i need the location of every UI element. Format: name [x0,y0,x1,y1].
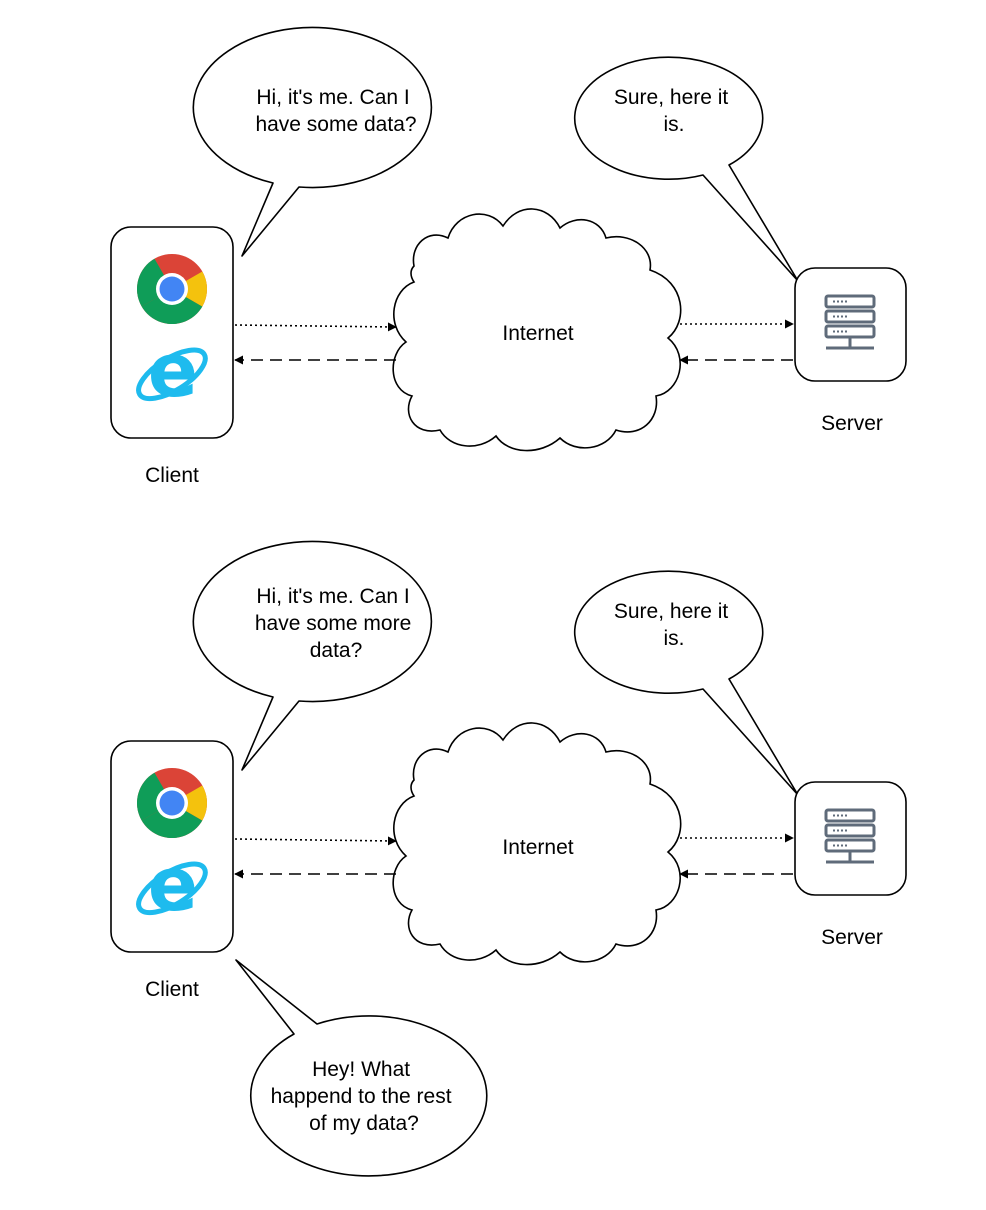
client-label: Client [145,978,199,1001]
server-speech-bubble: Sure, here it is. [573,56,799,282]
scene-1: Hi, it's me. Can I have some data? Sure,… [110,26,907,487]
bubble-line: have some data? [255,113,416,136]
server-bubble-text: Sure, here it is. [614,86,734,136]
internet-cloud: Internet [392,722,682,966]
client-bubble-text: Hi, it's me. Can I have some data? [255,86,416,136]
cloud-label: Internet [502,322,573,345]
chrome-icon [137,254,207,324]
scene-2: Hi, it's me. Can I have some more data? … [110,540,907,1177]
bubble-line: Hey! What [312,1058,410,1081]
bubble-line: of my data? [309,1112,419,1135]
internet-explorer-icon: e [136,842,208,928]
client-box: e Client [110,740,234,1001]
bubble-line: Hi, it's me. Can I [256,585,409,608]
client-box: e Client [110,226,234,487]
bubble-line: data? [310,639,363,662]
internet-cloud: Internet [392,208,682,452]
bubble-line: is. [664,113,685,136]
bubble-line: have some more [255,612,411,635]
complaint-speech-bubble: Hey! What happend to the rest of my data… [235,959,488,1177]
server-box: Server [794,267,907,435]
svg-text:e: e [148,842,198,928]
request-arrow-client-to-cloud [234,836,397,846]
bubble-line: is. [664,627,685,650]
chrome-icon [137,768,207,838]
client-bubble-text: Hi, it's me. Can I have some more data? [255,585,417,662]
bubble-line: Sure, here it [614,86,729,109]
server-label: Server [821,926,883,949]
connectors [234,319,794,365]
server-box: Server [794,781,907,949]
complaint-bubble-text: Hey! What happend to the rest of my data… [271,1058,458,1135]
svg-text:e: e [148,328,198,414]
client-speech-bubble: Hi, it's me. Can I have some more data? [192,540,433,771]
server-rack-icon [824,294,876,350]
server-bubble-text: Sure, here it is. [614,600,734,650]
server-rack-icon [824,808,876,864]
connectors [234,833,794,879]
bubble-line: Sure, here it [614,600,729,623]
request-arrow-client-to-cloud [234,322,397,332]
bubble-line: Hi, it's me. Can I [256,86,409,109]
bubble-line: happend to the rest [271,1085,452,1108]
client-label: Client [145,464,199,487]
internet-explorer-icon: e [136,328,208,414]
server-label: Server [821,412,883,435]
client-speech-bubble: Hi, it's me. Can I have some data? [192,26,433,257]
cloud-label: Internet [502,836,573,859]
server-speech-bubble: Sure, here it is. [573,570,799,796]
